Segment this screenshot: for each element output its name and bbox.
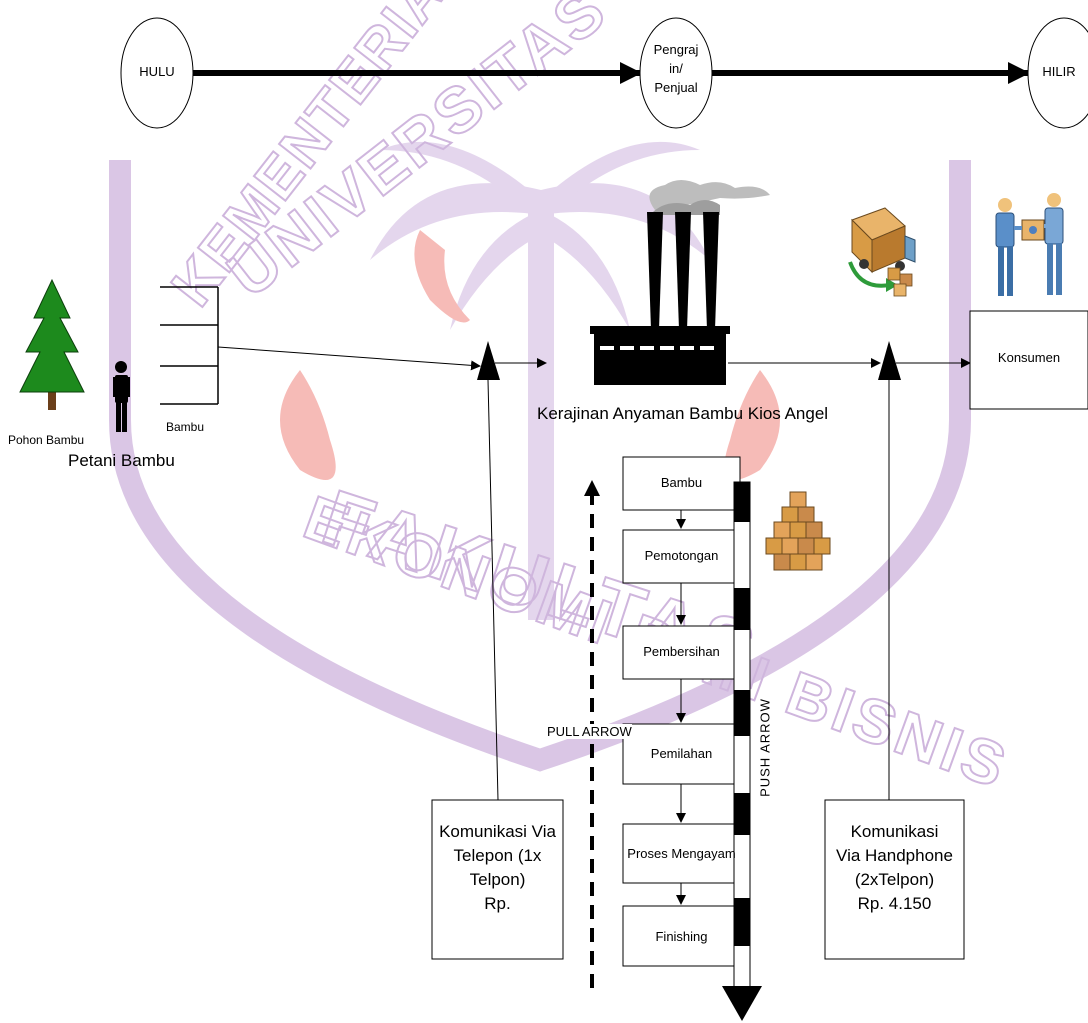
- farmer-label: Petani Bambu: [68, 451, 175, 470]
- bamboo-stack-icon: [160, 286, 219, 405]
- communication-box-right: [824, 799, 965, 960]
- step-label-pembersihan: Pembersihan: [643, 644, 720, 659]
- hilir-node: [1027, 17, 1088, 129]
- pull-arrow: [584, 480, 600, 988]
- comm-left-line4: Rp.: [484, 894, 511, 913]
- pengrajin-label-line1: Pengraj: [653, 42, 699, 57]
- step-label-bambu: Bambu: [660, 475, 703, 490]
- comm-left-line3: Telpon): [469, 870, 526, 889]
- pull-arrow-label: PULL ARROW: [547, 724, 632, 739]
- factory-label: Kerajinan Anyaman Bambu Kios Angel: [537, 404, 829, 423]
- communication-left-text: Komunikasi Via Telepon (1x Telpon) Rp.: [432, 820, 563, 916]
- comm-right-line2: Via Handphone: [836, 846, 953, 865]
- communication-box-left: [431, 799, 564, 960]
- comm-left-line2: Telepon (1x: [453, 846, 542, 865]
- watermark-logo: [109, 141, 971, 772]
- pengrajin-label-line2: in/: [669, 61, 683, 76]
- farmer-icon: [113, 361, 130, 432]
- process-step-finishing: [622, 905, 741, 967]
- palm-tree-watermark: [370, 141, 710, 620]
- step-label-proses-mengayam: Proses Mengayam: [627, 846, 736, 861]
- hilir-label: HILIR: [1042, 64, 1076, 79]
- comm-right-line3: (2xTelpon): [854, 870, 935, 889]
- communication-right-text: Komunikasi Via Handphone (2xTelpon) Rp. …: [825, 820, 964, 916]
- process-steps: [622, 456, 741, 967]
- push-arrow: [722, 481, 762, 1021]
- pengrajin-label: Pengraj in/ Penjual: [640, 40, 712, 97]
- step-label-pemotongan: Pemotongan: [644, 548, 719, 563]
- comm-right-line1: Komunikasi: [850, 822, 939, 841]
- process-step-pemilahan: [622, 723, 741, 785]
- process-step-bambu: [622, 456, 741, 511]
- junction-triangle-right: [878, 341, 901, 380]
- comm-left-line1: Komunikasi Via: [439, 822, 556, 841]
- pengrajin-node: [639, 17, 713, 129]
- factory-icon: [590, 180, 770, 385]
- consumer-box: [969, 310, 1088, 410]
- pengrajin-label-line3: Penjual: [654, 80, 698, 95]
- step-label-pemilahan: Pemilahan: [650, 746, 713, 761]
- push-arrow-label: PUSH ARROW: [757, 698, 773, 797]
- hulu-label: HULU: [139, 64, 175, 79]
- red-flame-watermark: [280, 230, 780, 480]
- comm-right-line4: Rp. 4.150: [857, 894, 932, 913]
- hulu-node: [120, 17, 194, 129]
- stacked-boxes-icon: [765, 491, 831, 571]
- junction-triangle-left: [477, 341, 500, 380]
- bamboo-label: Bambu: [166, 420, 205, 434]
- tree-icon: [19, 278, 85, 410]
- delivery-truck-icon: [848, 207, 916, 297]
- customer-handover-icon: [995, 193, 1064, 296]
- tree-label: Pohon Bambu: [8, 433, 85, 447]
- chain-flow: [120, 17, 1088, 129]
- consumer-label: Konsumen: [997, 350, 1061, 365]
- step-label-finishing: Finishing: [655, 929, 708, 944]
- process-step-pemotongan: [622, 529, 741, 584]
